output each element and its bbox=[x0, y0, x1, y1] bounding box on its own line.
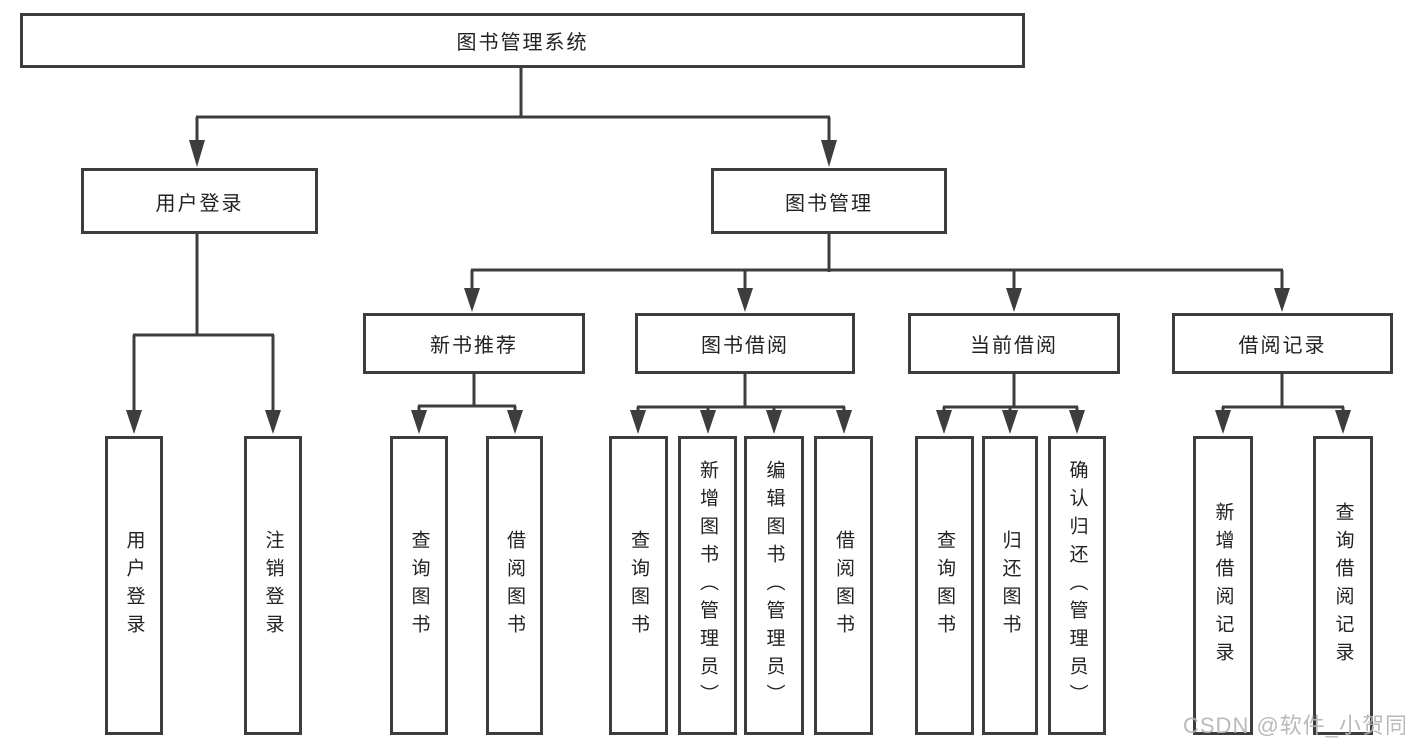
node-book-borrowing: 图书借阅 bbox=[635, 313, 855, 374]
node-label: 新增借阅记录 bbox=[1212, 501, 1234, 670]
node-label: 借阅记录 bbox=[1238, 335, 1327, 357]
node-label: 注销登录 bbox=[262, 529, 284, 642]
node-library-system: 图书管理系统 bbox=[20, 13, 1025, 68]
node-label: 确认归还（管理员） bbox=[1066, 459, 1088, 712]
node-label: 归还图书 bbox=[999, 529, 1021, 642]
leaf-return-books: 归还图书 bbox=[982, 436, 1038, 735]
node-book-management: 图书管理 bbox=[711, 168, 947, 234]
leaf-user-login: 用户登录 bbox=[105, 436, 163, 735]
leaf-logout: 注销登录 bbox=[244, 436, 302, 735]
node-current-borrowing: 当前借阅 bbox=[908, 313, 1120, 374]
node-label: 图书借阅 bbox=[701, 335, 789, 357]
node-user-login: 用户登录 bbox=[81, 168, 318, 234]
node-label: 新书推荐 bbox=[430, 335, 518, 357]
node-label: 查询图书 bbox=[934, 529, 955, 642]
leaf-borrow-books-borrowing: 借阅图书 bbox=[814, 436, 873, 735]
leaf-add-book-admin: 新增图书（管理员） bbox=[678, 436, 737, 735]
node-label: 图书管理系统 bbox=[456, 32, 589, 54]
leaf-query-borrow-record: 查询借阅记录 bbox=[1313, 436, 1373, 735]
leaf-query-books-current: 查询图书 bbox=[915, 436, 974, 735]
node-label: 查询图书 bbox=[408, 529, 430, 642]
node-label: 查询图书 bbox=[628, 529, 649, 642]
leaf-query-books-recommend: 查询图书 bbox=[390, 436, 448, 735]
node-borrowing-records: 借阅记录 bbox=[1172, 313, 1393, 374]
node-new-book-recommendation: 新书推荐 bbox=[363, 313, 585, 374]
node-label: 用户登录 bbox=[155, 192, 244, 215]
node-label: 查询借阅记录 bbox=[1332, 501, 1354, 670]
node-label: 用户登录 bbox=[123, 529, 145, 642]
leaf-borrow-books-recommend: 借阅图书 bbox=[486, 436, 543, 735]
node-label: 当前借阅 bbox=[970, 335, 1058, 357]
leaf-add-borrow-record: 新增借阅记录 bbox=[1193, 436, 1253, 735]
node-label: 借阅图书 bbox=[833, 529, 854, 642]
leaf-query-books-borrowing: 查询图书 bbox=[609, 436, 668, 735]
leaf-confirm-return-admin: 确认归还（管理员） bbox=[1048, 436, 1106, 735]
node-label: 借阅图书 bbox=[504, 529, 525, 642]
node-label: 新增图书（管理员） bbox=[697, 459, 718, 712]
node-label: 编辑图书（管理员） bbox=[763, 459, 785, 712]
leaf-edit-book-admin: 编辑图书（管理员） bbox=[744, 436, 804, 735]
watermark: CSDN @软件_小贺同学 bbox=[1183, 713, 1405, 738]
connector-path bbox=[132, 68, 1345, 412]
node-label: 图书管理 bbox=[785, 192, 873, 215]
